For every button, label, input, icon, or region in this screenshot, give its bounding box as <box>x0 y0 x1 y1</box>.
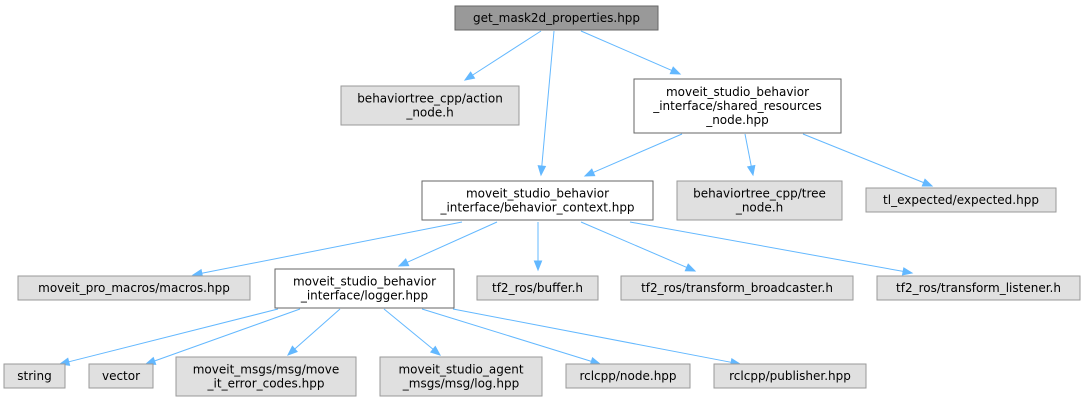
node-label-line: _it_error_codes.hpp <box>207 377 325 391</box>
edge-arrowhead <box>286 345 298 356</box>
node-behavior_context[interactable]: moveit_studio_behavior_interface/behavio… <box>421 180 654 221</box>
node-shared_resources_node[interactable]: moveit_studio_behavior_interface/shared_… <box>633 78 842 134</box>
edge-behavior_context-to-macros <box>201 221 463 274</box>
edge-logger-to-agent_log <box>383 308 434 350</box>
node-label-line: tf2_ros/transform_listener.h <box>896 281 1061 295</box>
node-label-line: _msgs/msg/log.hpp <box>402 377 519 391</box>
edge-arrowhead <box>463 71 476 81</box>
node-label-line: _node.hpp <box>705 113 769 127</box>
edge-arrowhead <box>533 260 543 272</box>
node-rclcpp_publisher[interactable]: rclcpp/publisher.hpp <box>713 363 867 389</box>
node-bt_tree_node[interactable]: behaviortree_cpp/tree_node.h <box>676 180 843 221</box>
node-box <box>676 180 843 221</box>
edge-logger-to-rclcpp_publisher <box>452 308 732 363</box>
node-label-line: tf2_ros/transform_broadcaster.h <box>641 281 833 295</box>
node-label-line: moveit_pro_macros/macros.hpp <box>38 281 230 295</box>
edge-arrowhead <box>921 178 934 187</box>
node-label-line: moveit_msgs/msg/move <box>193 363 340 377</box>
edge-shared_resources_node-to-behavior_context <box>593 133 683 173</box>
node-label-line: get_mask2d_properties.hpp <box>473 11 640 25</box>
node-tf2_buffer[interactable]: tf2_ros/buffer.h <box>476 275 599 301</box>
node-label-line: _node.h <box>735 201 783 215</box>
node-box <box>713 363 867 389</box>
node-box <box>3 363 66 389</box>
node-label-line: _interface/behavior_context.hpp <box>439 201 634 215</box>
node-box <box>175 356 357 397</box>
node-label-line: moveit_studio_behavior <box>293 275 436 289</box>
node-macros[interactable]: moveit_pro_macros/macros.hpp <box>17 275 251 301</box>
edge-arrowhead <box>583 168 596 177</box>
edge-arrowhead <box>144 356 157 365</box>
node-label-line: _node.h <box>405 106 453 120</box>
node-label-line: _interface/logger.hpp <box>300 289 428 303</box>
node-box <box>633 78 842 134</box>
edge-logger-to-vector <box>154 308 301 362</box>
edge-arrowhead <box>537 165 547 177</box>
node-box <box>274 268 455 309</box>
edge-arrowhead <box>429 345 442 356</box>
node-box <box>379 356 543 397</box>
node-box <box>565 363 691 389</box>
node-label-line: rclcpp/publisher.hpp <box>729 369 851 383</box>
edge-arrowhead <box>901 267 914 276</box>
node-rclcpp_node[interactable]: rclcpp/node.hpp <box>565 363 691 389</box>
edge-logger-to-move_it_error_codes <box>294 308 341 350</box>
edge-root-to-shared_resources_node <box>580 30 672 71</box>
edge-behavior_context-to-tf2_broadcaster <box>580 221 687 268</box>
edge-logger-to-rclcpp_node <box>421 308 592 362</box>
edge-logger-to-string <box>68 308 279 363</box>
edge-arrowhead <box>684 263 697 272</box>
node-label-line: moveit_studio_behavior <box>666 85 809 99</box>
node-box <box>876 275 1081 301</box>
node-box <box>476 275 599 301</box>
node-box <box>17 275 251 301</box>
node-agent_log[interactable]: moveit_studio_agent_msgs/msg/log.hpp <box>379 356 543 397</box>
node-box <box>340 85 520 126</box>
node-label-line: rclcpp/node.hpp <box>579 369 676 383</box>
node-vector[interactable]: vector <box>88 363 154 389</box>
node-label-line: string <box>17 369 51 383</box>
node-label-line: vector <box>102 369 140 383</box>
nodes-layer: get_mask2d_properties.hpp behaviortree_cp… <box>3 5 1081 397</box>
node-tf2_listener[interactable]: tf2_ros/transform_listener.h <box>876 275 1081 301</box>
edge-root-to-bt_action_node <box>472 30 542 76</box>
node-label-line: tl_expected/expected.hpp <box>883 193 1039 207</box>
node-tf2_broadcaster[interactable]: tf2_ros/transform_broadcaster.h <box>620 275 854 301</box>
node-label-line: tf2_ros/buffer.h <box>492 281 583 295</box>
node-label-line: moveit_studio_behavior <box>466 187 609 201</box>
edge-arrowhead <box>669 66 682 75</box>
node-label-line: behaviortree_cpp/action <box>357 92 503 106</box>
edge-shared_resources_node-to-tl_expected <box>802 133 924 184</box>
node-label-line: behaviortree_cpp/tree <box>693 187 826 201</box>
edge-arrowhead <box>397 258 410 267</box>
node-box <box>865 187 1057 213</box>
node-label-line: _interface/shared_resources <box>652 99 822 113</box>
node-box <box>88 363 154 389</box>
edge-behavior_context-to-logger <box>407 221 498 263</box>
node-box <box>454 5 659 31</box>
node-move_it_error_codes[interactable]: moveit_msgs/msg/move_it_error_codes.hpp <box>175 356 357 397</box>
node-tl_expected[interactable]: tl_expected/expected.hpp <box>865 187 1057 213</box>
edge-shared_resources_node-to-bt_tree_node <box>744 133 752 167</box>
edge-arrowhead <box>746 164 756 177</box>
node-logger[interactable]: moveit_studio_behavior_interface/logger.… <box>274 268 455 309</box>
node-box <box>620 275 854 301</box>
node-string[interactable]: string <box>3 363 66 389</box>
edge-root-to-behavior_context <box>541 30 555 167</box>
node-bt_action_node[interactable]: behaviortree_cpp/action_node.h <box>340 85 520 126</box>
node-box <box>421 180 654 221</box>
edge-behavior_context-to-tf2_listener <box>629 221 904 272</box>
node-label-line: moveit_studio_agent <box>398 363 523 377</box>
node-root: get_mask2d_properties.hpp <box>454 5 659 31</box>
